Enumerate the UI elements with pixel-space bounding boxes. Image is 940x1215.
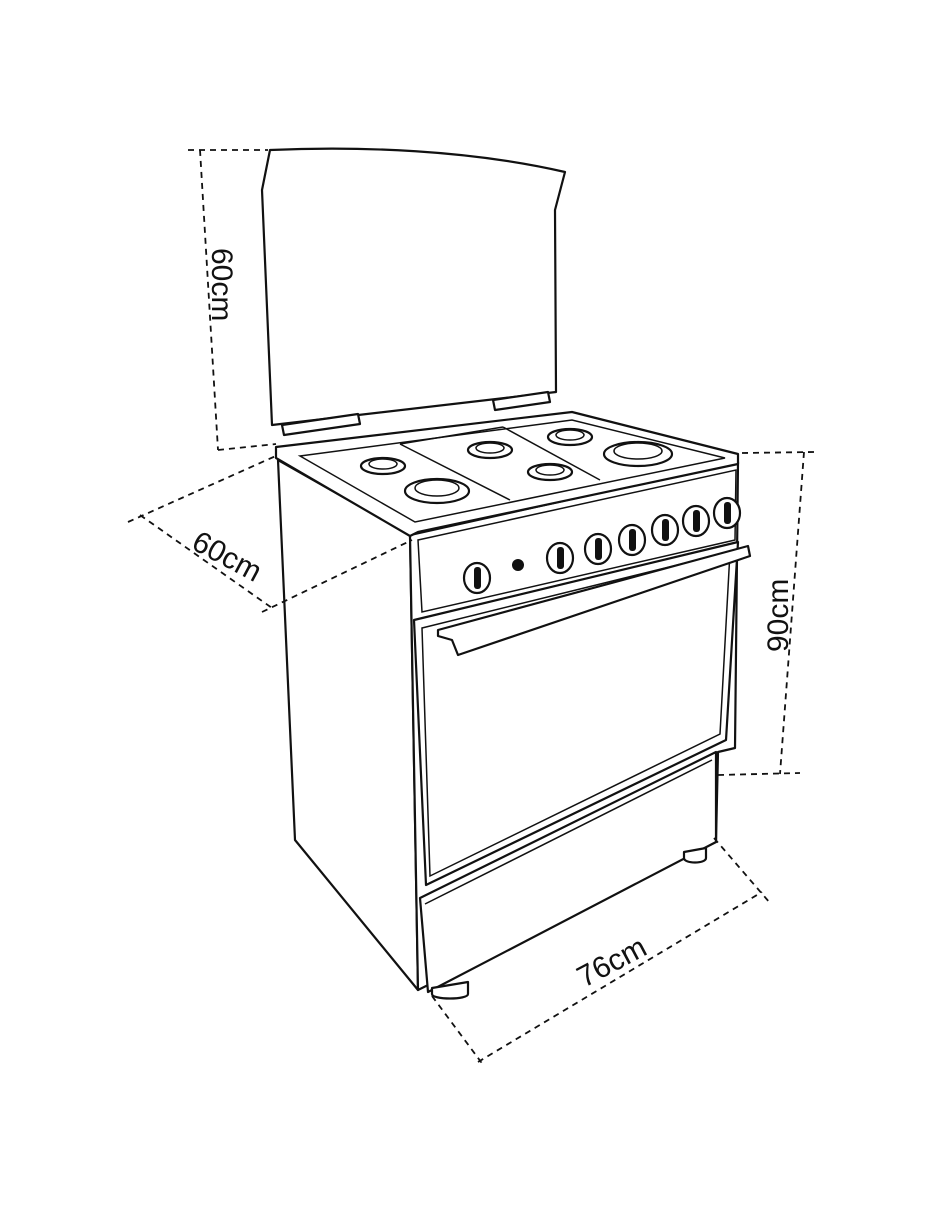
foot-icon [682, 846, 708, 864]
width-label: 76cm [572, 931, 652, 995]
burner-icon [403, 477, 471, 505]
grate-divider [399, 443, 511, 501]
depth-dimension-line [127, 454, 413, 613]
stove-lid [260, 147, 567, 427]
burner-icon [526, 462, 574, 482]
burner-icon [602, 440, 674, 468]
lid-height-dimension-line [188, 149, 277, 451]
width-dimension-line [431, 837, 771, 1067]
knob-icon [712, 496, 742, 530]
knob-icon [617, 523, 647, 557]
knob-icon [545, 541, 575, 575]
height-dimension-line [717, 451, 815, 776]
control-panel [417, 469, 737, 613]
lid-hinge-left [280, 412, 362, 437]
burner-icon [546, 427, 594, 447]
knob-icon [583, 532, 613, 566]
storage-drawer [418, 750, 718, 994]
lid-height-label: 60cm [205, 248, 238, 321]
height-label: 90cm [762, 579, 795, 652]
knob-icon [462, 561, 492, 595]
knob-icon [650, 513, 680, 547]
depth-label: 60cm [187, 525, 267, 589]
drawer-edge [424, 759, 713, 905]
burner-icon [359, 456, 407, 476]
ignition-button-icon [512, 559, 524, 571]
stove-side-panel [276, 458, 420, 992]
knob-icon [681, 504, 711, 538]
grate-divider [502, 426, 601, 481]
lid-hinge-right [491, 390, 552, 412]
foot-icon [430, 980, 470, 1000]
oven-handle-icon [436, 544, 752, 657]
cooktop-inner-rim [297, 419, 726, 523]
oven-door-inner [421, 551, 731, 878]
burner-icon [466, 440, 514, 460]
grate-divider [399, 426, 504, 445]
